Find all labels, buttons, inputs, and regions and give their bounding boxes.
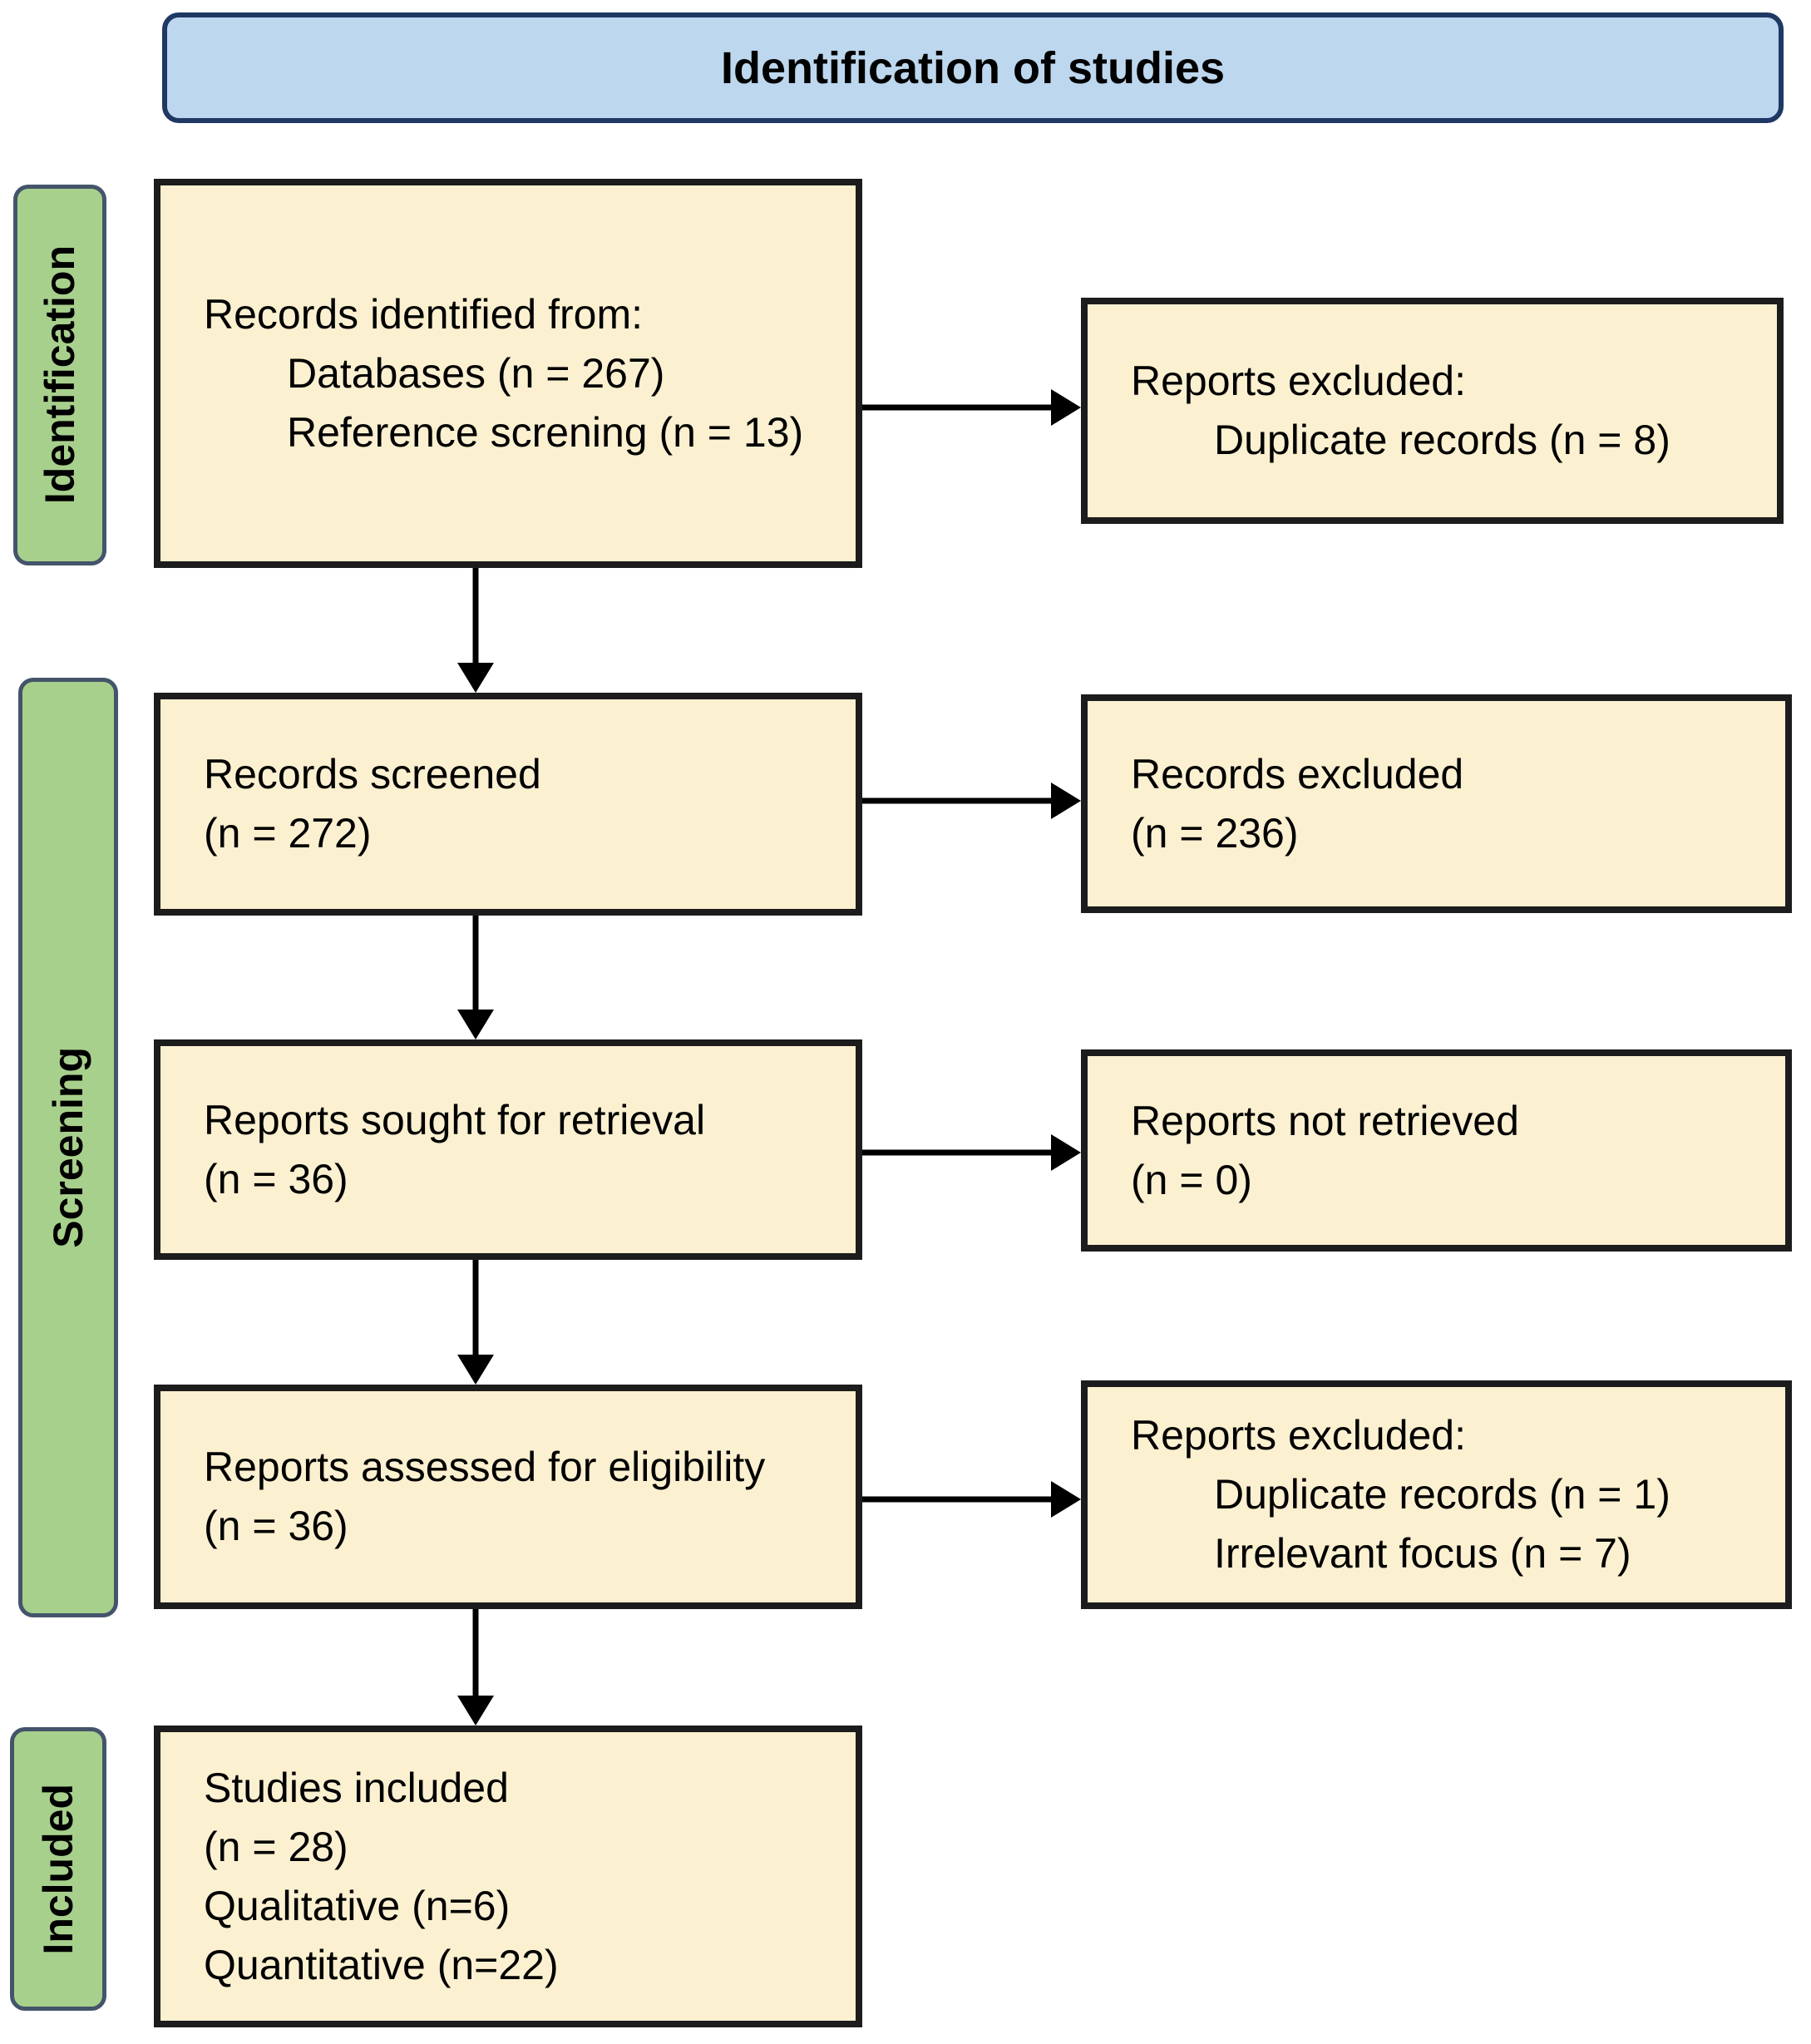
box-line: Reference screning (n = 13) bbox=[287, 408, 804, 456]
stage-label-identification: Identification bbox=[13, 185, 106, 565]
arrow-shaft bbox=[472, 1609, 479, 1701]
box-line: (n = 36) bbox=[204, 1155, 348, 1202]
box-line: Records excluded bbox=[1131, 750, 1464, 797]
box-line: Reports sought for retrieval bbox=[204, 1096, 706, 1143]
arrow-shaft bbox=[862, 404, 1056, 411]
arrow-head-icon bbox=[1051, 783, 1081, 819]
arrow-shaft bbox=[472, 916, 479, 1015]
box-reports-excluded-eligibility: Reports excluded: Duplicate records (n =… bbox=[1081, 1380, 1792, 1609]
box-line: Qualitative (n=6) bbox=[204, 1882, 511, 1929]
stage-label-included-text: Included bbox=[35, 1783, 81, 1955]
arrow-shaft bbox=[472, 568, 479, 668]
box-line: Reports excluded: bbox=[1131, 358, 1467, 404]
box-reports-excluded-duplicates: Reports excluded: Duplicate records (n =… bbox=[1081, 298, 1784, 524]
arrow-down-identified-to-screened bbox=[457, 568, 494, 693]
arrow-head-icon bbox=[1051, 1481, 1081, 1518]
box-line: Duplicate records (n = 1) bbox=[1214, 1471, 1670, 1518]
stage-label-screening-text: Screening bbox=[45, 1047, 91, 1248]
arrow-down-screened-to-sought bbox=[457, 916, 494, 1039]
arrow-head-icon bbox=[457, 1696, 494, 1726]
arrow-head-icon bbox=[457, 663, 494, 693]
box-line: Records identified from: bbox=[204, 290, 644, 338]
arrow-right-sought-to-not-retrieved bbox=[862, 1134, 1081, 1171]
stage-label-screening: Screening bbox=[18, 678, 118, 1617]
box-records-identified: Records identified from: Databases (n = … bbox=[154, 179, 862, 568]
box-line: Irrelevant focus (n = 7) bbox=[1214, 1530, 1631, 1577]
box-line: Studies included bbox=[204, 1764, 509, 1811]
arrow-right-identified-to-excluded bbox=[862, 389, 1081, 426]
box-line: Quantitative (n=22) bbox=[204, 1941, 559, 1988]
arrow-down-sought-to-assessed bbox=[457, 1260, 494, 1385]
box-records-excluded: Records excluded (n = 236) bbox=[1081, 694, 1792, 913]
arrow-shaft bbox=[862, 797, 1056, 804]
arrow-shaft bbox=[862, 1496, 1056, 1503]
box-line: Duplicate records (n = 8) bbox=[1214, 417, 1670, 463]
box-line: Reports not retrieved bbox=[1131, 1097, 1519, 1144]
arrow-down-assessed-to-included bbox=[457, 1609, 494, 1726]
box-reports-assessed: Reports assessed for eligibility (n = 36… bbox=[154, 1385, 862, 1609]
box-line: Records screened bbox=[204, 751, 541, 797]
arrow-head-icon bbox=[1051, 389, 1081, 426]
arrow-shaft bbox=[862, 1149, 1056, 1156]
box-studies-included: Studies included (n = 28) Qualitative (n… bbox=[154, 1726, 862, 2027]
stage-label-included: Included bbox=[10, 1727, 106, 2011]
arrow-head-icon bbox=[457, 1010, 494, 1039]
box-reports-sought: Reports sought for retrieval (n = 36) bbox=[154, 1039, 862, 1260]
stage-label-identification-text: Identification bbox=[37, 245, 83, 505]
diagram-title: Identification of studies bbox=[162, 12, 1784, 123]
box-line: (n = 36) bbox=[204, 1503, 348, 1549]
arrow-shaft bbox=[472, 1260, 479, 1360]
box-line: Reports assessed for eligibility bbox=[204, 1444, 766, 1490]
box-line: (n = 28) bbox=[204, 1823, 348, 1870]
arrow-head-icon bbox=[457, 1355, 494, 1385]
arrow-right-screened-to-excluded bbox=[862, 783, 1081, 819]
box-records-screened: Records screened (n = 272) bbox=[154, 693, 862, 916]
box-line: (n = 0) bbox=[1131, 1156, 1252, 1203]
box-line: (n = 236) bbox=[1131, 809, 1299, 857]
arrow-head-icon bbox=[1051, 1134, 1081, 1171]
box-reports-not-retrieved: Reports not retrieved (n = 0) bbox=[1081, 1049, 1792, 1252]
box-line: Reports excluded: bbox=[1131, 1412, 1467, 1459]
box-line: (n = 272) bbox=[204, 810, 372, 857]
box-line: Databases (n = 267) bbox=[287, 349, 665, 397]
arrow-right-assessed-to-excluded bbox=[862, 1481, 1081, 1518]
diagram-title-text: Identification of studies bbox=[720, 42, 1226, 93]
